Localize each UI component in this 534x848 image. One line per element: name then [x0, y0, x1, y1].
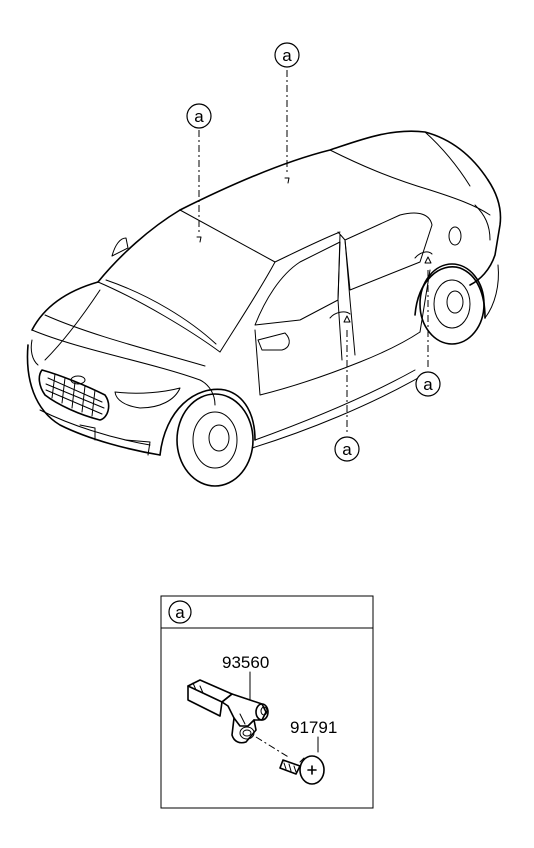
- callout-roof-front[interactable]: a: [186, 103, 212, 129]
- part-number-91791[interactable]: 91791: [290, 718, 337, 737]
- leader-lines: [196, 70, 432, 435]
- callout-label: a: [194, 107, 204, 126]
- callout-label: a: [342, 440, 352, 459]
- detail-callout-label: a: [175, 603, 185, 622]
- callout-rear-door[interactable]: a: [415, 371, 441, 397]
- callout-label: a: [282, 46, 292, 65]
- car-illustration: [26, 130, 502, 487]
- screw-part: [279, 755, 325, 785]
- detail-box: a 93560 91791: [160, 595, 374, 809]
- callout-roof-rear[interactable]: a: [274, 42, 300, 68]
- part-number-93560[interactable]: 93560: [222, 653, 269, 672]
- callout-front-door[interactable]: a: [334, 436, 360, 462]
- detail-callout: a: [168, 600, 192, 624]
- callout-label: a: [423, 375, 433, 394]
- door-switch-part: [187, 679, 269, 744]
